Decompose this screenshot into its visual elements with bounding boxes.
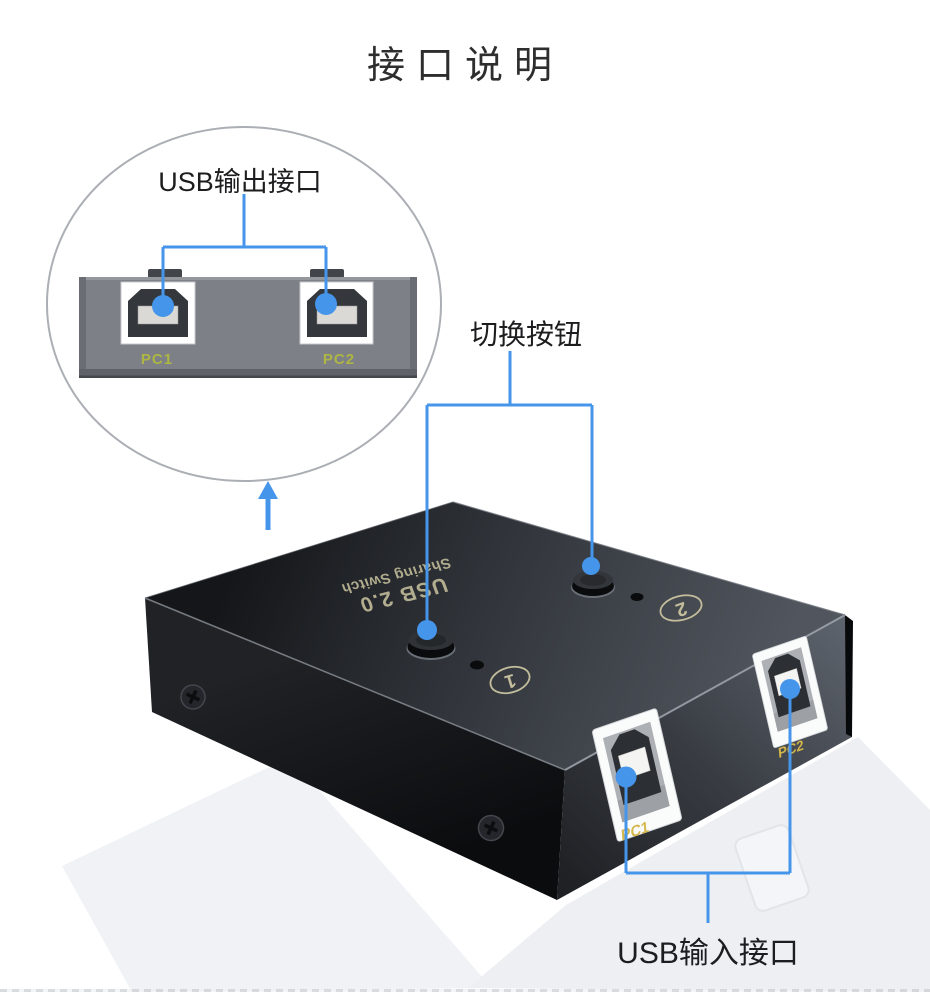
usb-b-output-port-1 — [120, 281, 196, 345]
number-ring-2 — [659, 594, 703, 622]
select-button-1 — [406, 630, 456, 660]
usb-output-callout-label: USB输出接口 — [158, 167, 322, 197]
mount-tab — [148, 269, 182, 278]
edge-highlight — [144, 597, 566, 771]
led-hole-1 — [470, 660, 484, 670]
switch-button-callout-label: 切换按钮 — [469, 319, 582, 350]
mount-tab — [310, 269, 344, 278]
usb-input-callout-label: USB输入接口 — [617, 937, 799, 970]
rear-port-label-pc1: PC1 — [140, 351, 174, 368]
usb-b-output-port-2 — [299, 281, 374, 345]
screw — [477, 814, 505, 842]
number-ring-1 — [489, 665, 531, 695]
led-hole-2 — [630, 593, 644, 601]
rear-port-label-pc2: PC2 — [322, 351, 356, 368]
screw — [180, 684, 206, 710]
device-right-edge — [845, 615, 853, 737]
device-left-face — [145, 598, 565, 900]
select-button-2 — [571, 571, 615, 598]
bottom-hairline — [0, 989, 930, 992]
page-title: 接口说明 — [366, 45, 563, 87]
edge-highlight — [144, 501, 454, 599]
